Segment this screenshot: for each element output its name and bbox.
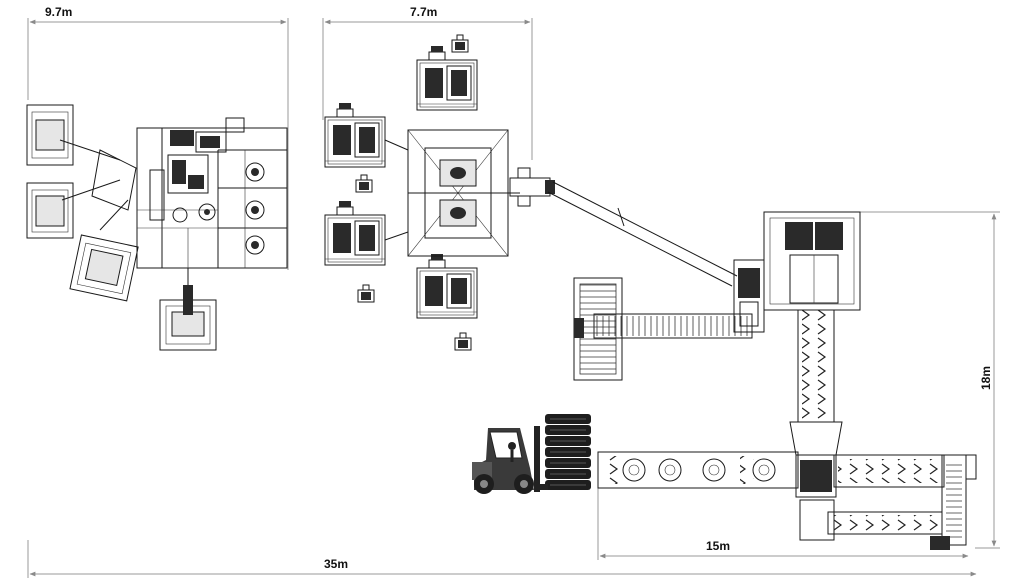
center-station-lower-left [324, 200, 386, 266]
left-machine-frame [136, 127, 288, 269]
dimension-7-7m: 7.7m [322, 5, 533, 160]
left-building-machine [26, 104, 288, 351]
dimension-9-7m: 9.7m [27, 5, 289, 270]
center-station-top [416, 45, 478, 111]
horizontal-conveyor-middle [573, 277, 753, 381]
dimension-label-overall: 35m [324, 557, 348, 571]
center-station-bottom [416, 253, 478, 319]
left-feed-station-lower [69, 234, 139, 302]
dimension-label-center: 7.7m [410, 5, 437, 19]
dimension-label-left: 9.7m [45, 5, 72, 19]
center-station-upper-left [324, 102, 386, 168]
dimension-18m: 18m [860, 211, 1000, 549]
center-curing-unit [324, 34, 555, 351]
left-feed-station-middle [26, 179, 121, 239]
left-output-station [159, 285, 217, 351]
forklift-with-tires [472, 414, 591, 494]
bottom-conveyor [597, 451, 977, 550]
vertical-conveyor [789, 309, 843, 541]
tire-stack [545, 414, 591, 490]
dimension-label-right-width: 15m [706, 539, 730, 553]
dimension-35m: 35m [27, 540, 977, 578]
dimension-label-height: 18m [979, 366, 993, 390]
dimension-15m: 15m [597, 480, 969, 560]
right-top-machine [763, 211, 861, 311]
right-handling-line [573, 211, 977, 550]
left-feed-station-top [26, 104, 121, 166]
diagonal-conveyor [547, 181, 738, 287]
